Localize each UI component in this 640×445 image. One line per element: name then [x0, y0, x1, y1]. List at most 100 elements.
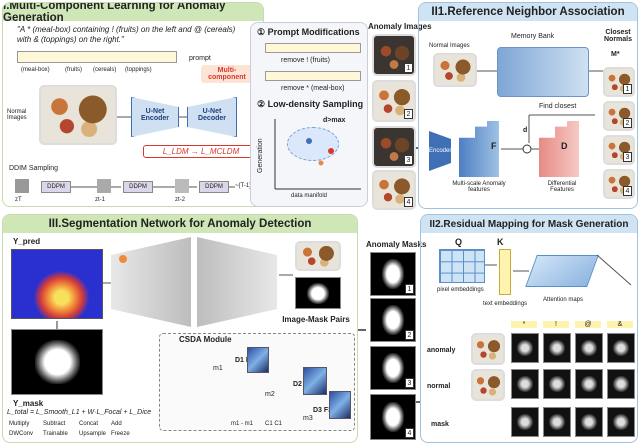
panel-residual-mapping: II2.Residual Mapping for Mask Generation… [420, 214, 638, 443]
header-token-2: ! [543, 321, 569, 328]
feature-map-2 [303, 367, 327, 395]
seg-encoder [197, 237, 277, 327]
heat-m1 [511, 407, 539, 437]
feature-map-1 [247, 347, 269, 373]
anomaly-masks-title: Anomaly Masks [366, 240, 427, 249]
legend-dwconv: DWConv [9, 431, 34, 437]
y-mask-label: Y_mask [13, 399, 44, 408]
mask-num: 4 [405, 428, 414, 438]
legend-subtract: Subtract [43, 421, 66, 427]
legend-freeze: Freeze [111, 431, 130, 437]
token-label-fruits: (fruits) [65, 67, 82, 73]
total-loss: L_total = L_Smooth_L1 + W·L_Focal + L_Di… [7, 409, 152, 416]
token-label-toppings: (toppings) [125, 67, 152, 73]
legend-concat: Concat [79, 421, 99, 427]
closest-normal-2: 2 [603, 101, 635, 131]
anomaly-mask-2: 2 [370, 298, 416, 342]
token-label-cereals: (cereals) [93, 67, 117, 73]
row-anomaly: anomaly [427, 347, 456, 354]
anomaly-image-2: 2 [372, 80, 416, 122]
data-manifold-label: data manifold [291, 193, 328, 199]
image-mask-pairs-label: Image-Mask Pairs [282, 315, 350, 324]
mask-num: 3 [405, 378, 414, 388]
ddpm-block-3: DDPM [199, 181, 229, 193]
find-closest-label: Find closest [539, 103, 577, 110]
y-mask-image [11, 329, 103, 395]
pixel-embeddings-label: pixel embeddings [437, 287, 484, 293]
rmm-arrows [485, 254, 632, 286]
seg-arrows [56, 255, 293, 329]
ops-label-2: C1 C1 [265, 421, 283, 427]
anomaly-image-1: 1 [372, 34, 416, 76]
anomaly-image-num: 1 [404, 63, 413, 73]
closest-num: 2 [623, 118, 632, 128]
d-big-label: D [561, 141, 568, 151]
panel-title: III.Segmentation Network for Anomaly Det… [3, 215, 357, 233]
row-normal-image [471, 369, 505, 401]
fd-1: D1 F1 [235, 357, 255, 364]
anomaly-image-3: 3 [372, 126, 416, 168]
ops-label-1: m1 - m1 [231, 421, 254, 427]
attention-maps-label: Attention maps [543, 297, 584, 303]
m-star-label: M* [611, 51, 620, 58]
anomaly-mask-3: 3 [370, 346, 416, 390]
legend-multiply: Multiply [9, 421, 30, 427]
mask-num: 2 [405, 330, 414, 340]
anomaly-image-num: 2 [404, 109, 413, 119]
memory-bank [497, 47, 589, 97]
header-token-1: * [511, 321, 537, 328]
panel-segmentation: III.Segmentation Network for Anomaly Det… [2, 214, 358, 443]
multi-scale-label: Multi-scale Anomaly features [452, 181, 506, 193]
m-label-2: m2 [265, 391, 275, 398]
q-grid [439, 249, 485, 283]
d-small-label: d [523, 127, 528, 134]
step-repeat: ~{T-1} [235, 183, 252, 189]
token-label-meal-box: (meal-box) [21, 67, 50, 73]
panel-prompt-modifications: ① Prompt Modifications remove ! (fruits)… [250, 22, 368, 207]
panel-multi-component-learning: I.Multi-Component Learning for Anomaly G… [2, 2, 264, 207]
prompt-text: "A * (meal-box) containing ! (fruits) on… [17, 25, 236, 44]
row-normal: normal [427, 383, 451, 390]
m-label-3: m3 [303, 415, 313, 422]
low-density-title: ② Low-density Sampling [257, 99, 364, 109]
heat-a3 [575, 333, 603, 363]
k-label: K [497, 237, 504, 247]
heat-n4 [607, 369, 635, 399]
step-zt: zT [15, 197, 22, 203]
heat-a4 [607, 333, 635, 363]
prompt-mod-title: ① Prompt Modifications [257, 27, 360, 37]
remove-meal-box: remove * (meal-box) [281, 85, 345, 92]
heat-n1 [511, 369, 539, 399]
ddpm-block-2: DDPM [123, 181, 153, 193]
closest-num: 1 [623, 84, 632, 94]
heat-a2 [543, 333, 571, 363]
token-row [17, 51, 177, 63]
fd-2: D2 F2 [293, 381, 312, 388]
closest-normal-3: 3 [603, 135, 635, 165]
panel-title: II2.Residual Mapping for Mask Generation [421, 215, 637, 233]
closest-num: 3 [623, 152, 632, 162]
anomaly-mask-4: 4 [370, 394, 416, 440]
ddpm-block-1: DDPM [41, 181, 71, 193]
m-label-1: m1 [213, 365, 223, 372]
pair-image [295, 241, 341, 271]
heat-m4 [607, 407, 635, 437]
anomaly-image-4: 4 [372, 170, 416, 210]
rna-normal-stack [433, 53, 477, 87]
normal-meal-image [39, 85, 117, 145]
rna-arrows [477, 70, 603, 154]
step-zt-2: zt-2 [175, 197, 186, 203]
dmax-label: d>max [323, 117, 346, 124]
closest-normals-label: Closest Normals [603, 29, 632, 43]
k-column [499, 249, 511, 295]
anomaly-mask-1: 1 [370, 252, 416, 296]
ddim-label: DDIM Sampling [9, 165, 59, 172]
normal-images-label: Normal Images [7, 109, 27, 121]
panel-reference-neighbor: II1.Reference Neighbor Association Norma… [418, 2, 638, 209]
pair-mask [295, 277, 341, 309]
anomaly-images-title: Anomaly Images [368, 22, 432, 31]
f-label: F [491, 141, 497, 151]
heat-n2 [543, 369, 571, 399]
token-row-2 [265, 71, 361, 81]
